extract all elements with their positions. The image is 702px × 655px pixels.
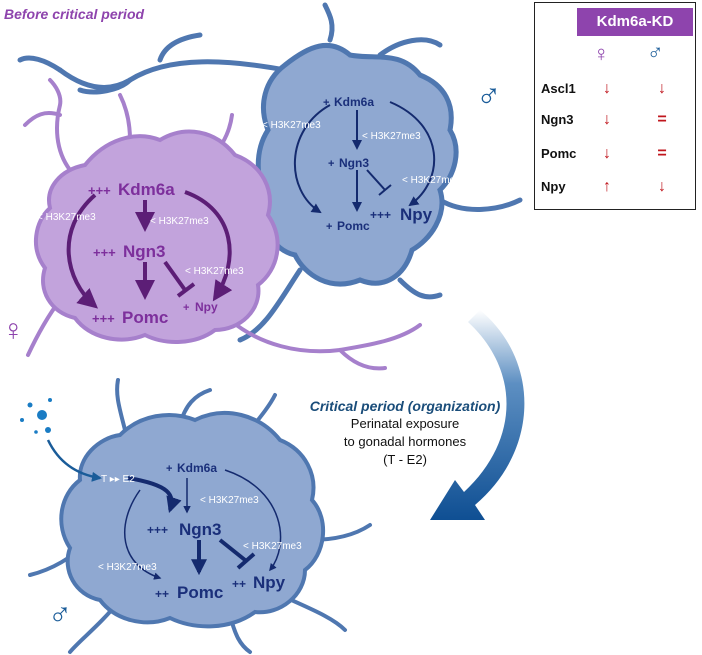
female-ngn3: Ngn3 (123, 242, 166, 261)
legend-gene: Ngn3 (541, 112, 574, 127)
male-top-mark-1: < H3K27me3 (262, 120, 321, 131)
male-top-arrows (293, 101, 436, 214)
female-kdm6a: Kdm6a (118, 180, 175, 199)
legend-female-value: ↓ (603, 80, 611, 97)
legend-gene: Pomc (541, 146, 577, 161)
critical-period-title: Critical period (organization) (309, 398, 501, 414)
male-bottom-pomc-prefix: ++ (155, 587, 169, 601)
male-bottom-ngn3: Ngn3 (179, 520, 222, 539)
female-mark-3: < H3K27me3 (185, 266, 244, 277)
female-marks: < H3K27me3 < H3K27me3 < H3K27me3 (37, 212, 244, 277)
female-npy-prefix: + (183, 302, 189, 314)
legend-male-value: = (657, 145, 667, 162)
legend-female-symbol: ♀ (593, 41, 610, 66)
hormone-arrow (46, 439, 102, 482)
legend-male-value: = (657, 111, 667, 128)
male-top-npy-prefix: +++ (370, 208, 391, 222)
female-kdm6a-prefix: +++ (88, 183, 111, 198)
critical-period-caption: Critical period (organization) Perinatal… (300, 398, 510, 468)
female-npy: Npy (195, 300, 218, 314)
male-top-marks: < H3K27me3 < H3K27me3 < H3K27me3 (262, 120, 461, 186)
male-top-mark-2: < H3K27me3 (362, 131, 421, 142)
male-top-ngn3: Ngn3 (339, 156, 369, 170)
critical-period-line-3: (T - E2) (383, 452, 427, 467)
male-top-mark-3: < H3K27me3 (402, 175, 461, 186)
female-pomc: Pomc (122, 308, 168, 327)
male-bottom-hormone-label: T ▸▸ E2 (101, 474, 135, 485)
legend-row-pomc: Pomc ↓ = (535, 139, 695, 169)
female-cell-text: +++ Kdm6a +++ Ngn3 +++ Pomc + Npy (88, 180, 218, 327)
legend-row-ascl1: Ascl1 ↓ ↓ (535, 74, 695, 104)
male-bottom-arrows (123, 469, 282, 580)
critical-period-arrow (430, 310, 525, 520)
male-bottom-ngn3-prefix: +++ (147, 523, 168, 537)
female-ngn3-prefix: +++ (93, 245, 116, 260)
female-mark-2: < H3K27me3 (150, 216, 209, 227)
female-pomc-prefix: +++ (92, 311, 115, 326)
male-neuron-top-dendrites (17, 2, 523, 343)
male-bottom-npy-prefix: ++ (232, 577, 246, 591)
legend-male-value: ↓ (658, 178, 666, 195)
legend-female-value: ↓ (603, 111, 611, 128)
male-bottom-npy: Npy (253, 573, 286, 592)
male-bottom-pomc: Pomc (177, 583, 223, 602)
legend-gene: Npy (541, 179, 566, 194)
male-top-symbol: ♂ (476, 76, 502, 114)
female-symbol: ♀ (2, 314, 25, 347)
female-arrows (66, 190, 233, 309)
legend-header: Kdm6a-KD (577, 8, 693, 36)
male-bottom-mark-3: < H3K27me3 (243, 541, 302, 552)
legend-male-symbol: ♂ (647, 39, 664, 64)
male-neuron-bottom-body (59, 411, 326, 629)
male-bottom-text: + Kdm6a +++ Ngn3 ++ Pomc ++ Npy (147, 461, 286, 602)
legend-female-value: ↓ (603, 145, 611, 162)
male-top-npy: Npy (400, 205, 433, 224)
legend-box: Kdm6a-KD ♀ ♂ Ascl1 ↓ ↓ Ngn3 ↓ = Pomc ↓ =… (534, 2, 696, 210)
legend-female-value: ↑ (603, 178, 611, 195)
legend-gene: Ascl1 (541, 81, 576, 96)
male-top-pomc-prefix: + (326, 221, 332, 233)
male-top-text: + Kdm6a + Ngn3 + Pomc +++ Npy (323, 95, 433, 233)
male-bottom-symbol: ♂ (48, 595, 72, 631)
male-bottom-mark-2: < H3K27me3 (98, 562, 157, 573)
male-bottom-kdm6a: Kdm6a (177, 461, 217, 475)
hormone-dots (20, 398, 52, 434)
female-mark-1: < H3K27me3 (37, 212, 96, 223)
legend-male-value: ↓ (658, 80, 666, 97)
legend-row-ngn3: Ngn3 ↓ = (535, 105, 695, 135)
male-bottom-kdm6a-prefix: + (166, 463, 172, 475)
page-title: Before critical period (4, 6, 145, 22)
male-bottom-mark-1: < H3K27me3 (200, 495, 259, 506)
male-top-kdm6a: Kdm6a (334, 95, 374, 109)
male-bottom-marks: T ▸▸ E2 < H3K27me3 < H3K27me3 < H3K27me3 (98, 474, 302, 573)
male-top-pomc: Pomc (337, 219, 370, 233)
male-top-ngn3-prefix: + (328, 158, 334, 170)
legend-row-npy: Npy ↑ ↓ (535, 172, 695, 202)
critical-period-line-2: to gonadal hormones (343, 434, 467, 449)
male-top-kdm6a-prefix: + (323, 97, 329, 109)
critical-period-line-1: Perinatal exposure (350, 416, 460, 431)
